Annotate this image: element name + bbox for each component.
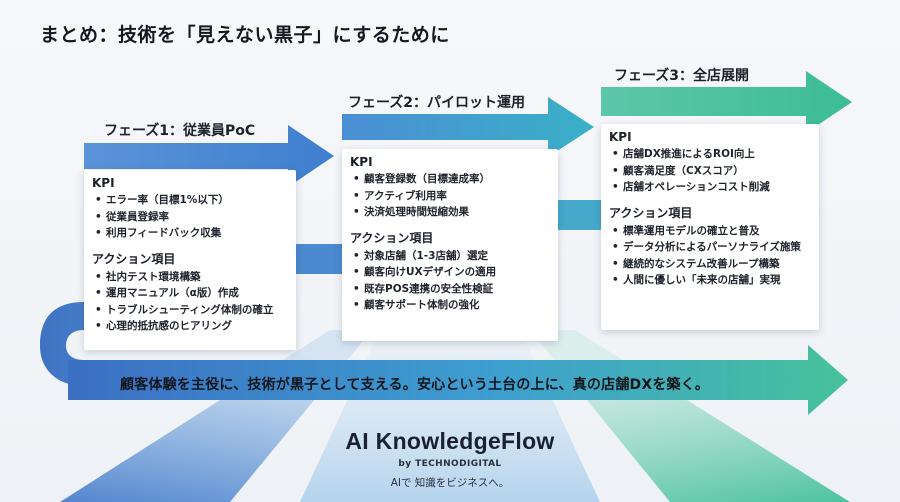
phase1-action-heading: アクション項目 [92, 251, 176, 266]
phase3-action-heading: アクション項目 [609, 205, 693, 220]
brand-tagline: AIで 知識をビジネスへ。 [390, 477, 510, 489]
list-item: 顧客サポート体制の強化 [350, 297, 550, 314]
phase1-kpi-list: エラー率（目標1%以下） 従業員登録率 利用フィードバック収集 [92, 192, 288, 242]
banner-message: 顧客体験を主役に、技術が黒子として支える。安心という土台の上に、真の店舗DXを築… [120, 377, 710, 393]
connector-2-3 [555, 200, 605, 230]
phase3-arrow [601, 71, 852, 133]
phase3-kpi-heading: KPI [609, 130, 632, 144]
phase2-arrow [342, 97, 594, 157]
phase3-card: KPI 店舗DX推進によるROI向上 顧客満足度（CXスコア） 店舗オペレーショ… [601, 124, 819, 330]
list-item: 決済処理時間短縮効果 [350, 204, 550, 221]
list-item: 既存POS連携の安全性検証 [350, 281, 550, 298]
phase1-kpi-heading: KPI [92, 176, 115, 190]
connector-1-2 [292, 244, 348, 274]
list-item: 顧客向けUXデザインの適用 [350, 264, 550, 281]
banner-arrow [68, 345, 848, 415]
phase1-card: KPI エラー率（目標1%以下） 従業員登録率 利用フィードバック収集 アクショ… [84, 170, 296, 350]
list-item: 心理的抵抗感のヒアリング [92, 318, 288, 335]
list-item: アクティブ利用率 [350, 188, 550, 205]
brand-logo-name: AI KnowledgeFlow [345, 428, 555, 454]
phase2-label: フェーズ2：パイロット運用 [348, 95, 526, 111]
list-item: エラー率（目標1%以下） [92, 192, 288, 209]
phase1-arrow [84, 125, 334, 187]
phase3-action-list: 標準運用モデルの確立と普及 データ分析によるパーソナライズ施策 継続的なシステム… [609, 223, 811, 289]
phase2-card: KPI 顧客登録数（目標達成率） アクティブ利用率 決済処理時間短縮効果 アクシ… [342, 149, 558, 341]
phase3-label: フェーズ3：全店展開 [614, 68, 750, 84]
list-item: 継続的なシステム改善ループ構築 [609, 256, 811, 273]
list-item: 社内テスト環境構築 [92, 269, 288, 286]
phase1-action-list: 社内テスト環境構築 運用マニュアル（α版）作成 トラブルシューティング体制の確立… [92, 269, 288, 335]
list-item: 対象店舗（1-3店舗）選定 [350, 248, 550, 265]
list-item: 店舗DX推進によるROI向上 [609, 146, 811, 163]
list-item: 利用フィードバック収集 [92, 225, 288, 242]
list-item: トラブルシューティング体制の確立 [92, 302, 288, 319]
phase1-label: フェーズ1：従業員PoC [104, 123, 256, 139]
list-item: 人間に優しい「未来の店舗」実現 [609, 272, 811, 289]
phase2-kpi-list: 顧客登録数（目標達成率） アクティブ利用率 決済処理時間短縮効果 [350, 171, 550, 221]
phase2-action-list: 対象店舗（1-3店舗）選定 顧客向けUXデザインの適用 既存POS連携の安全性検… [350, 248, 550, 314]
list-item: 運用マニュアル（α版）作成 [92, 285, 288, 302]
list-item: 顧客満足度（CXスコア） [609, 163, 811, 180]
phase2-action-heading: アクション項目 [350, 230, 434, 245]
page-title: まとめ：技術を「見えない黒子」にするために [40, 24, 450, 46]
phase2-kpi-heading: KPI [350, 155, 373, 169]
list-item: データ分析によるパーソナライズ施策 [609, 239, 811, 256]
phase3-kpi-list: 店舗DX推進によるROI向上 顧客満足度（CXスコア） 店舗オペレーションコスト… [609, 146, 811, 196]
list-item: 従業員登録率 [92, 209, 288, 226]
list-item: 店舗オペレーションコスト削減 [609, 179, 811, 196]
list-item: 顧客登録数（目標達成率） [350, 171, 550, 188]
list-item: 標準運用モデルの確立と普及 [609, 223, 811, 240]
brand-byline: by TECHNODIGITAL [398, 459, 502, 469]
